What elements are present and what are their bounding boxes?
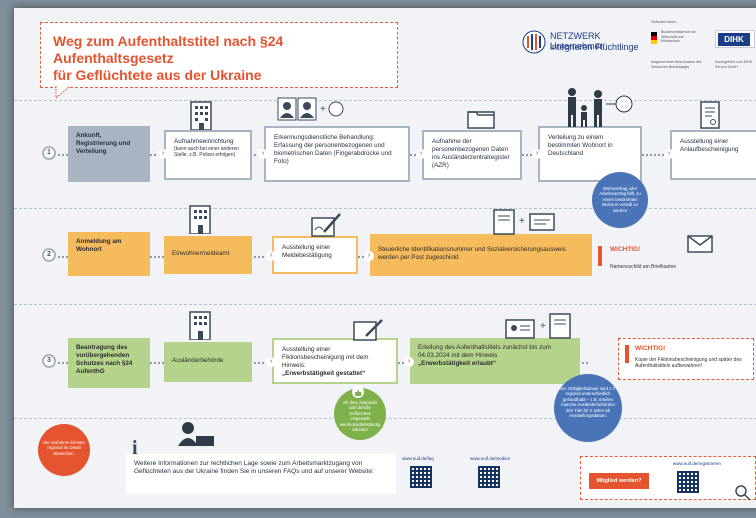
step-fiktionsbescheinigung: Ausstellung einer Fiktionsbescheinigung … xyxy=(272,338,398,384)
step-einwohnermeldeamt: Einwohnermeldeamt xyxy=(164,236,252,274)
step-emph: „Erwerbstätigkeit gestattet“ xyxy=(282,370,366,377)
signature-icon xyxy=(311,213,341,237)
wichtig-note: Namensschild am Briefkasten xyxy=(610,264,677,270)
svg-text:+: + xyxy=(320,104,326,115)
photo-fingerprint-icon: + xyxy=(277,97,344,121)
flag-icon xyxy=(651,32,657,44)
person-laptop-icon xyxy=(178,422,214,446)
qr-code-medien xyxy=(478,466,500,488)
exclamation-icon xyxy=(625,345,629,363)
bundestag-note: aufgrund eines Beschlusses des Deutschen… xyxy=(651,60,702,69)
row3-label: Beantragung des vorübergehenden Schutzes… xyxy=(68,338,150,388)
thumbs-up-icon xyxy=(352,386,364,398)
chevron-right-icon: › xyxy=(404,357,414,367)
chevron-right-icon: › xyxy=(266,251,276,261)
wichtig-label: WICHTIG! xyxy=(610,246,641,253)
netzwerk-mark-icon xyxy=(522,30,546,54)
funded-by: Gefördert durch: xyxy=(651,20,677,24)
logo-brand: NETZWERK Unternehmen xyxy=(550,31,605,51)
documents-icon: + xyxy=(493,209,555,235)
building-icon xyxy=(189,311,211,340)
member-box: www.nuif.de/registrieren Mitglied werden… xyxy=(580,456,756,500)
step-steuer-id: Steuerliche Identifikationsnummer und So… xyxy=(370,234,592,276)
link-medien[interactable]: www.nuif.de/medien xyxy=(470,456,511,461)
row-number: 1 xyxy=(42,146,56,160)
family-people-icon xyxy=(568,88,633,127)
building-icon xyxy=(190,101,212,130)
step-anlaufbescheinigung: Ausstellung einer Anlaufbescheinigung xyxy=(670,130,756,180)
info-bubble-regional: Die Verfahren können regional im Detail … xyxy=(38,424,90,476)
qr-code-faq xyxy=(410,466,432,488)
row-separator xyxy=(14,304,756,305)
info-bubble-gueltigkeit: Die Gültigkeitsdauer wird z.T. regional … xyxy=(554,374,622,442)
chevron-right-icon: › xyxy=(416,149,426,159)
row1-label: Ankunft, Registrierung und Verteilung xyxy=(68,126,150,182)
ministry-name: Bundesministerium für Wirtschaft und Kli… xyxy=(661,30,696,43)
info-icon: i xyxy=(132,437,138,458)
id-card-document-icon: + xyxy=(505,313,571,339)
chevron-right-icon: › xyxy=(664,149,674,159)
document-icon xyxy=(700,101,720,129)
step-emph: „Erwerbstätigkeit erlaubt“ xyxy=(418,360,497,367)
svg-text:+: + xyxy=(519,216,525,227)
folder-icon xyxy=(467,111,495,129)
chevron-right-icon: › xyxy=(266,357,276,367)
link-faq[interactable]: www.nuif.de/faq xyxy=(402,456,434,461)
envelope-icon xyxy=(687,235,713,253)
step-meldebestaetigung: Ausstellung einer Meldebestätigung xyxy=(272,236,358,274)
logo-tagline: integrieren Flüchtlinge xyxy=(550,42,639,52)
qr-code-registrieren xyxy=(677,471,699,493)
magnifier-icon xyxy=(735,485,751,501)
svg-text:+: + xyxy=(540,321,546,332)
chevron-right-icon: › xyxy=(258,149,268,159)
chevron-right-icon: › xyxy=(364,251,374,261)
chevron-right-icon: › xyxy=(158,149,168,159)
exclamation-icon xyxy=(598,246,602,266)
row-number: 2 xyxy=(42,248,56,262)
step-title: Aufnahmeeinrichtung xyxy=(174,138,234,145)
building-icon xyxy=(189,205,211,234)
link-registrieren[interactable]: www.nuif.de/registrieren xyxy=(673,461,722,466)
step-sub: (kann auch bei einer anderen Stelle, z.B… xyxy=(174,146,240,158)
step-title: Ausstellung einer Fiktionsbescheinigung … xyxy=(282,346,369,369)
title-line-1: Weg zum Aufenthaltstitel nach §24 Aufent… xyxy=(53,33,284,66)
row2-label: Anmeldung am Wohnort xyxy=(68,232,150,276)
speech-tail xyxy=(55,86,71,100)
step-title: Erteilung des Aufenthaltstitels zunächst… xyxy=(418,344,552,359)
step-aufenthaltstitel: Erteilung des Aufenthaltstitels zunächst… xyxy=(410,338,580,384)
member-button[interactable]: Mitglied werden? xyxy=(589,473,649,489)
step-auslaenderbehoerde: Ausländerbehörde xyxy=(164,342,252,382)
poster: Weg zum Aufenthaltstitel nach §24 Aufent… xyxy=(14,8,756,508)
info-box: Weitere Informationen zur rechtlichen La… xyxy=(126,454,396,494)
dihk-logo: DIHK xyxy=(715,30,755,48)
wichtig-box: WICHTIG! Kopie der Fiktionsbescheinigung… xyxy=(618,338,754,380)
row-separator xyxy=(14,100,756,101)
row-number: 3 xyxy=(42,354,56,368)
info-bubble-wohnvertrag: Wohnvertrag oder Arbeitsvertrag hilft, z… xyxy=(592,172,648,228)
step-aufnahmeeinrichtung: Aufnahmeeinrichtung (kann auch bei einer… xyxy=(164,130,252,180)
title-box: Weg zum Aufenthaltstitel nach §24 Aufent… xyxy=(40,22,398,88)
netzwerk-logo: NETZWERK Unternehmen integrieren Flüchtl… xyxy=(522,28,657,58)
wichtig-note: Kopie der Fiktionsbescheinigung und spät… xyxy=(635,357,742,369)
title-line-2: für Geflüchtete aus der Ukraine xyxy=(53,67,262,83)
wichtig-label: WICHTIG! xyxy=(635,345,666,352)
signature-icon xyxy=(353,319,383,341)
row-separator xyxy=(14,208,756,209)
dihk-label: DIHK xyxy=(718,33,750,46)
dihk-note: Durchgeführt vom DIHK Service GmbH xyxy=(715,60,753,69)
ministry-logo: Bundesministerium für Wirtschaft und Kli… xyxy=(651,30,706,52)
step-azr: Aufnahme der personenbezogenen Daten ins… xyxy=(422,130,522,180)
chevron-right-icon: › xyxy=(532,149,542,159)
svg-text:i: i xyxy=(132,437,138,458)
step-erkennungsdienst: Erkennungsdienstliche Behandlung: Erfass… xyxy=(264,126,410,182)
